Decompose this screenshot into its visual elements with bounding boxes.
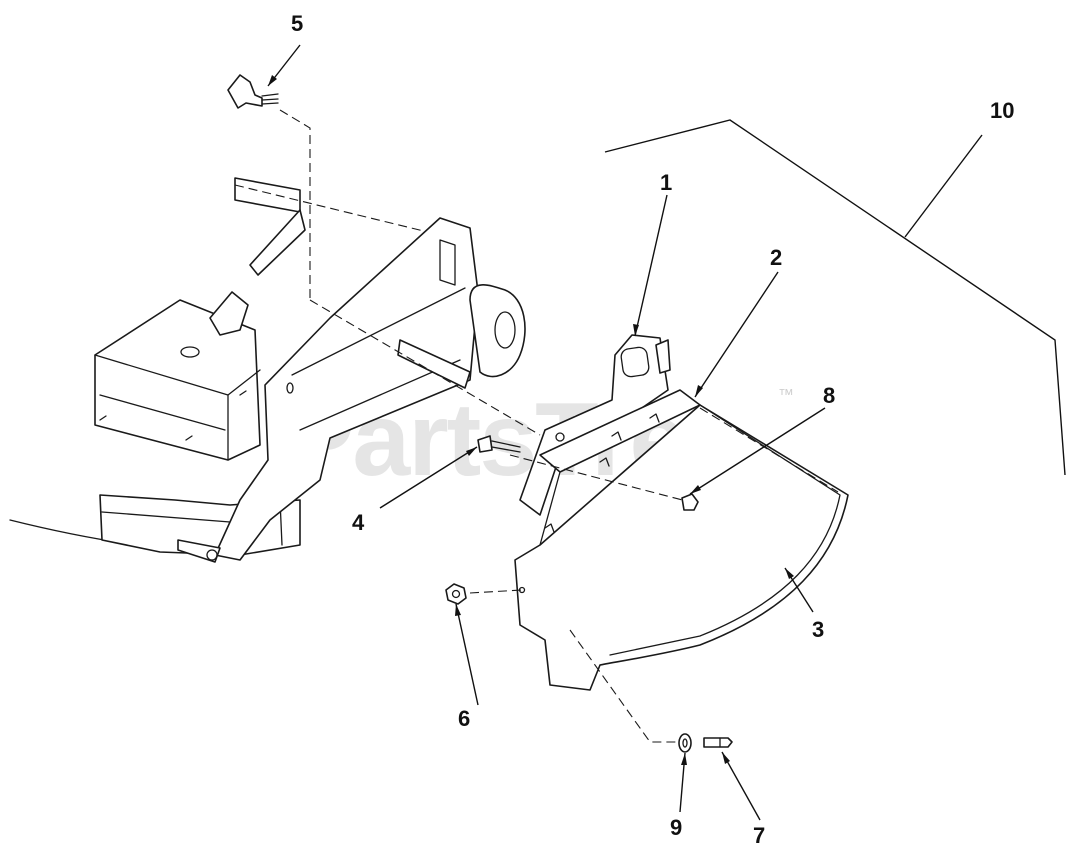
- side-plate-hole: [286, 382, 294, 394]
- arrow-2: [695, 385, 703, 397]
- bracket-hole: [555, 432, 565, 442]
- pivot-pin: [206, 549, 218, 561]
- callouts: 5 1 2 3 4 8 6 9 7 10: [291, 11, 1014, 848]
- callout-3: 3: [812, 617, 824, 642]
- flap-hidden-edge: [699, 407, 839, 493]
- screw-centerline: [509, 454, 691, 503]
- arrow-7: [722, 752, 730, 764]
- housing-tabs: [99, 390, 247, 441]
- bracket-pin: [655, 339, 671, 374]
- leader-8: [689, 407, 826, 495]
- flange-nut: [445, 583, 467, 605]
- hardware: [445, 435, 733, 753]
- arrow-4: [466, 447, 477, 456]
- bracket-slot: [620, 346, 650, 378]
- callout-4: 4: [352, 510, 365, 535]
- screw-shank: [491, 440, 521, 453]
- flap-rim: [609, 404, 841, 656]
- callout-10: 10: [990, 98, 1014, 123]
- frame-rail-tab: [234, 177, 301, 213]
- callout-1: 1: [660, 170, 672, 195]
- arrow-6: [455, 604, 461, 616]
- knob-centerline: [279, 109, 311, 300]
- knob-hidden-path: [309, 299, 541, 436]
- arrow-5: [268, 75, 277, 86]
- nut: [681, 493, 699, 511]
- flange-nut-bore: [451, 589, 461, 599]
- arrow-9: [681, 753, 687, 765]
- housing-seam: [99, 394, 226, 431]
- assembly-bracket-line: [604, 119, 1066, 476]
- arrow-3: [785, 568, 794, 579]
- leader-10: [904, 134, 983, 238]
- callout-2: 2: [770, 245, 782, 270]
- shroud-line: [101, 511, 231, 523]
- leader-7: [721, 751, 761, 821]
- side-plate-post: [439, 239, 456, 286]
- side-plate-edge: [291, 287, 466, 376]
- leader-lines: [267, 44, 983, 821]
- leader-6: [455, 603, 479, 706]
- pin-centerline: [569, 629, 680, 743]
- hinge-bracket: [519, 334, 669, 516]
- knob-part: [227, 74, 311, 300]
- chute-hinge-mount: [397, 339, 471, 389]
- wheel: [469, 284, 526, 378]
- flap-fold: [539, 471, 561, 546]
- knob-thread: [261, 93, 279, 105]
- callout-6: 6: [458, 706, 470, 731]
- callout-5: 5: [291, 11, 303, 36]
- arrow-8: [690, 485, 701, 494]
- washer-bore: [682, 738, 688, 748]
- frame-rail-hidden: [234, 184, 441, 236]
- watermark-trademark: ™: [778, 387, 794, 404]
- callout-8: 8: [823, 383, 835, 408]
- callout-9: 9: [670, 815, 682, 840]
- side-plate: [214, 217, 479, 561]
- arrow-1: [633, 324, 639, 336]
- callout-7: 7: [753, 823, 765, 848]
- leader-1: [634, 194, 668, 337]
- washer: [678, 733, 692, 753]
- housing-port: [180, 346, 200, 358]
- leader-4: [379, 446, 478, 509]
- knob: [227, 74, 263, 109]
- flap-bolts: [544, 413, 660, 533]
- frame-bracket: [249, 209, 306, 276]
- mower-deck-assembly: [9, 177, 526, 563]
- pivot-arm: [177, 539, 221, 563]
- pin: [703, 737, 733, 748]
- deflector-flap: [514, 404, 849, 691]
- housing-latch: [209, 291, 249, 336]
- leader-2: [694, 271, 779, 398]
- wheel-hub: [494, 311, 516, 349]
- nut-centerline: [469, 589, 523, 594]
- chute-assembly: [309, 299, 849, 743]
- screw-head: [477, 435, 493, 453]
